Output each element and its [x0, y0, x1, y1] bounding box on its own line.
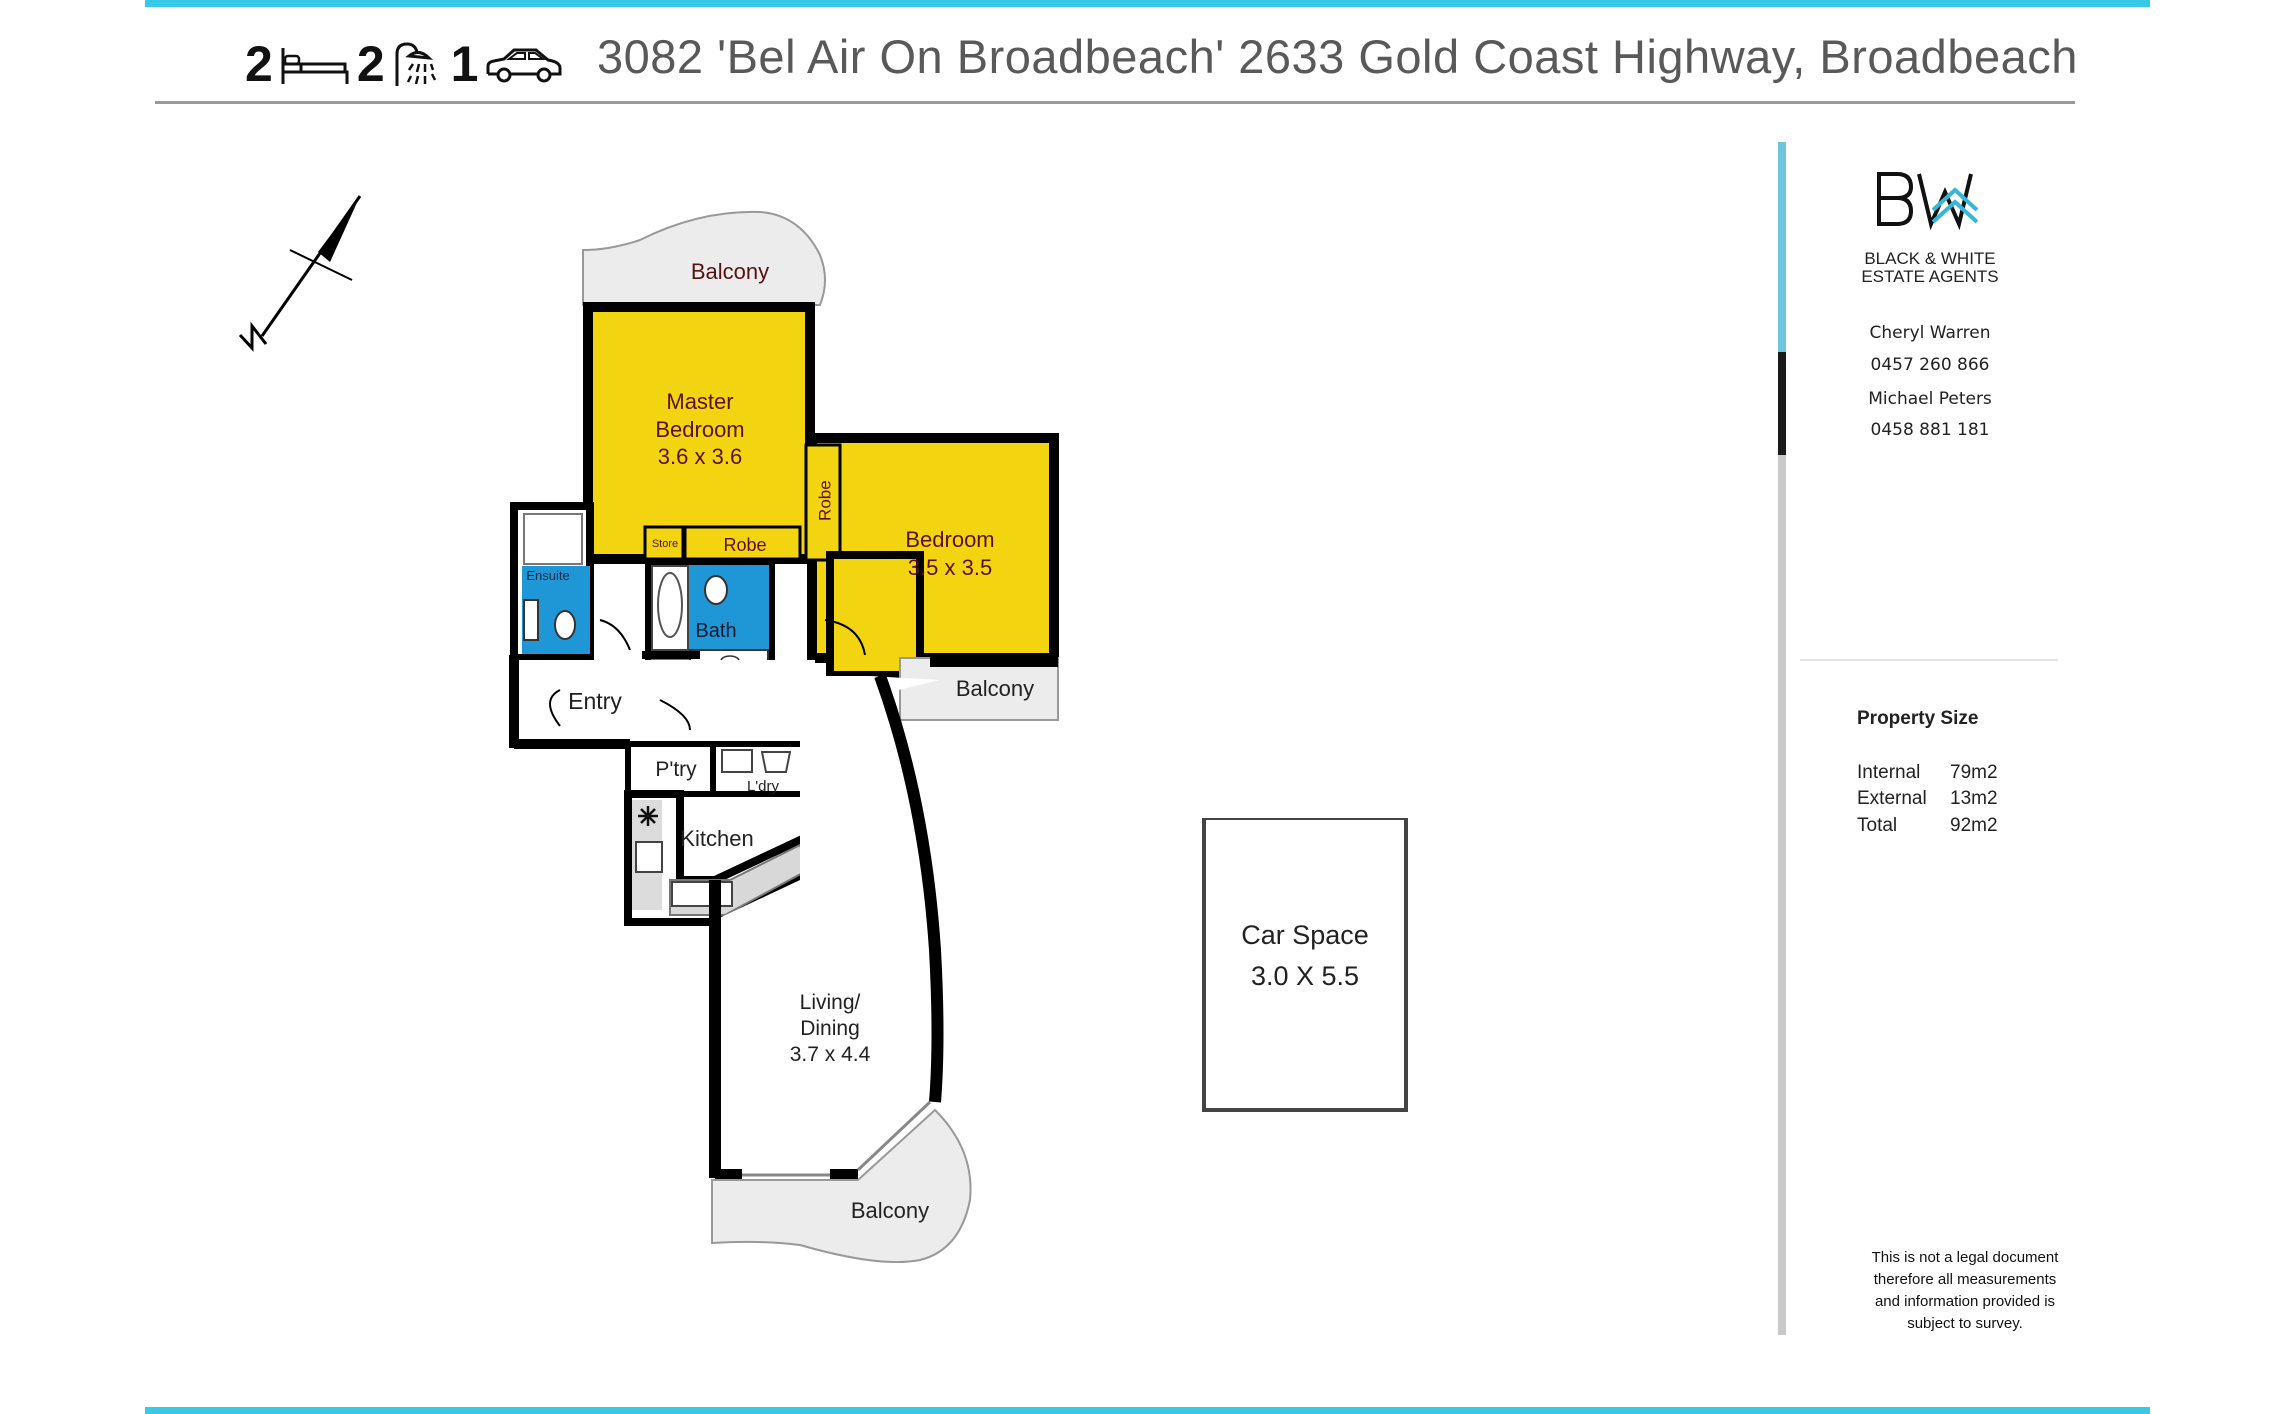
property-size-external: External 13m2 — [1857, 788, 1998, 810]
agent-1-name: Cheryl Warren — [1869, 323, 1991, 343]
ensuite-label: Ensuite — [526, 568, 570, 583]
property-address: 3082 'Bel Air On Broadbeach' 2633 Gold C… — [597, 30, 2078, 83]
agent-2-phone[interactable]: 0458 881 181 — [1870, 420, 1990, 440]
car-space: Car Space 3.0 X 5.5 — [1202, 818, 1408, 1112]
bedroom-name: Bedroom — [905, 527, 995, 552]
kitchen-label: Kitchen — [680, 826, 754, 851]
bed-icon — [281, 48, 349, 84]
balcony-living — [711, 1108, 972, 1264]
living-name-2: Dining — [800, 1017, 860, 1040]
feature-counts: 2 2 1 — [245, 35, 564, 93]
bedroom-dim: 3.5 x 3.5 — [907, 554, 993, 580]
master-bedroom-name: Master — [666, 389, 734, 414]
master-bedroom-label: Master Bedroom 3.6 x 3.6 — [640, 388, 760, 471]
balcony-top — [582, 210, 826, 306]
living-dining — [715, 680, 941, 1175]
property-size-value: 92m2 — [1950, 815, 1998, 836]
sidebar-rule-black — [1778, 352, 1786, 455]
master-robe — [683, 525, 802, 561]
entry-label: Entry — [568, 688, 622, 714]
header: 2 2 1 3082 'Bel Air On Broadbeach' 2633 … — [145, 7, 2150, 107]
bath-label: Bath — [695, 620, 737, 642]
laundry-label: L'dry — [746, 778, 780, 795]
master-robe-label: Robe — [723, 535, 767, 555]
balcony-living-label: Balcony — [850, 1198, 930, 1223]
agent-1-phone[interactable]: 0457 260 866 — [1870, 355, 1990, 375]
property-size-title: Property Size — [1857, 708, 1979, 729]
sidebar-rule-blue — [1778, 142, 1786, 352]
master-bedroom-dim: 3.6 x 3.6 — [657, 444, 743, 469]
agency-brand-line-1: BLACK & WHITE — [1864, 249, 1996, 268]
property-size-value: 79m2 — [1950, 762, 1998, 783]
car-count: 1 — [450, 36, 479, 92]
bedroom-robe-label: Robe — [815, 480, 835, 521]
property-size-label: Total — [1857, 815, 1898, 836]
entry-hall — [514, 660, 940, 745]
living-dim: 3.7 x 4.4 — [789, 1043, 871, 1066]
agency-logo-icon — [1877, 172, 1979, 231]
bottom-accent-bar — [145, 1407, 2150, 1414]
second-robe — [804, 443, 842, 562]
agent-2-name: Michael Peters — [1868, 389, 1992, 409]
top-accent-bar — [145, 0, 2150, 7]
living-dining-label: Living/ Dining 3.7 x 4.4 — [770, 990, 890, 1068]
master-bedroom-name-2: Bedroom — [655, 416, 745, 442]
master-store — [643, 525, 685, 561]
north-compass-icon — [238, 195, 362, 352]
pantry-label: P'try — [655, 758, 697, 781]
property-size-value: 13m2 — [1950, 788, 1998, 809]
header-divider — [155, 101, 2075, 104]
balcony-bedroom-label: Balcony — [955, 676, 1035, 701]
sidebar-divider — [1800, 659, 2058, 661]
agency-brand-line-2: ESTATE AGENTS — [1861, 267, 1999, 286]
bedroom-count: 2 — [245, 36, 273, 92]
property-size-label: External — [1857, 788, 1927, 809]
shower-icon — [395, 42, 436, 86]
bathroom-count: 2 — [356, 36, 385, 92]
car-icon — [486, 48, 562, 83]
master-store-label: Store — [651, 538, 679, 550]
property-size-label: Internal — [1857, 762, 1921, 783]
agency-brand: BLACK & WHITE ESTATE AGENTS — [1850, 250, 2010, 286]
balcony-top-label: Balcony — [690, 259, 770, 284]
property-size-internal: Internal 79m2 — [1857, 762, 1998, 784]
property-size-total: Total 92m2 — [1857, 815, 1998, 837]
living-name: Living/ — [799, 991, 861, 1014]
sidebar-rule-grey — [1778, 455, 1786, 1335]
car-space-title: Car Space — [1241, 920, 1369, 950]
car-space-dimensions: 3.0 X 5.5 — [1250, 961, 1360, 991]
legal-disclaimer: This is not a legal document therefore a… — [1871, 1249, 2059, 1332]
second-bedroom-ext — [826, 551, 924, 679]
bedroom-label: Bedroom 3.5 x 3.5 — [890, 526, 1010, 581]
